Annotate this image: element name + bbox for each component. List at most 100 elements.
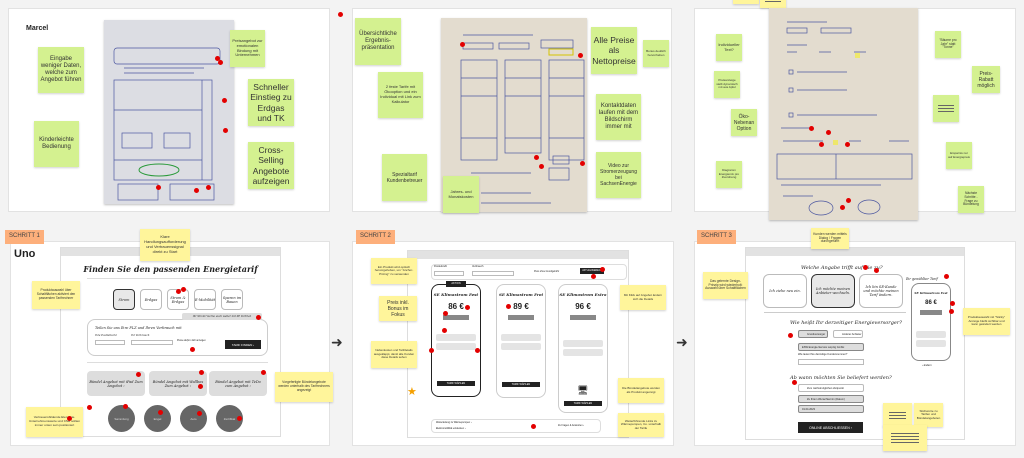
online-abschliessen-button[interactable]: ONLINE ABSCHLIESSEN › xyxy=(798,422,863,433)
comment-marker[interactable] xyxy=(199,370,204,375)
aktualisieren-button[interactable]: AKTUALISIEREN › xyxy=(580,268,604,274)
radio-grundversorger[interactable]: Grundversorger xyxy=(798,330,828,338)
comment-marker[interactable] xyxy=(190,347,195,352)
sticky-note[interactable]: Nächste Schritte - Frage zu Bündelung xyxy=(958,186,984,213)
tarif-waehlen-button[interactable]: TARIF WÄHLEN xyxy=(437,381,475,386)
sticky-note[interactable]: Schneller Einstieg zu Erdgas und TK xyxy=(248,79,294,126)
sticky-note[interactable]: Diagramm Energiemix pro Zuordnung xyxy=(716,161,742,188)
comment-marker[interactable] xyxy=(136,372,141,377)
footer-link[interactable]: Weiterleitung zu Wärmepumpen › xyxy=(436,421,472,424)
comment-marker[interactable] xyxy=(591,274,596,279)
sticky-note[interactable]: Das gelernte Design-Prinzip wird wiederh… xyxy=(703,272,748,299)
versorger-field[interactable]: ESW Energie-Service Leipzig GmbH xyxy=(798,343,864,351)
tarif-finden-button[interactable]: TARIF FINDEN › xyxy=(225,340,261,349)
comment-marker[interactable] xyxy=(176,289,181,294)
footer-link[interactable]: Zu Fragen & Antworten › xyxy=(558,424,585,427)
sticky-note[interactable]: Kontaktdaten laufen mit dem Bildschirm i… xyxy=(596,94,641,140)
comment-marker[interactable] xyxy=(181,287,186,292)
verbrauch-select[interactable] xyxy=(472,271,514,276)
sticky-note[interactable]: Video zur Stromerzeugung bei SachsenEner… xyxy=(596,152,641,198)
checkbox-label[interactable]: Preise ab/pro Jahr anzeigen xyxy=(177,340,206,342)
sticky-note[interactable]: 2 feste Tarife mit Ökooption und ein Ind… xyxy=(378,72,423,118)
comment-marker[interactable] xyxy=(198,384,203,389)
tile-strom-erdgas[interactable]: Strom & Erdgas xyxy=(167,289,189,310)
trust-circle[interactable]: Sammlung xyxy=(108,405,135,432)
sticky-note[interactable]: Produktauswahl über Schaltflächen aktivi… xyxy=(32,281,80,309)
comment-marker[interactable] xyxy=(874,268,879,273)
comment-marker[interactable] xyxy=(792,380,797,385)
tile-strom[interactable]: Strom xyxy=(113,289,135,310)
tile-e-mobilitaet[interactable]: E-Mobilität xyxy=(194,289,216,310)
comment-marker[interactable] xyxy=(222,98,227,103)
sticky-note-cut[interactable] xyxy=(733,0,759,4)
verbrauch-select[interactable] xyxy=(131,340,173,345)
sticky-note[interactable]: Bonus deutlich hervorheben xyxy=(643,40,669,67)
sticky-note[interactable]: Kinderleichte Bedienung xyxy=(34,121,79,167)
comment-marker[interactable] xyxy=(840,205,845,210)
comment-marker[interactable] xyxy=(256,315,261,320)
sticky-note[interactable]: Vertrauensbildende Elemente. Unternehmen… xyxy=(26,407,83,437)
radio-naechstmoeglich[interactable]: Zum nächstmöglichen Zeitpunkt xyxy=(798,384,864,392)
comment-marker[interactable] xyxy=(261,370,266,375)
sticky-note[interactable]: Die Bündelangebote werden als Produkt an… xyxy=(618,378,664,403)
comment-marker[interactable] xyxy=(218,60,223,65)
sticky-note[interactable]: Übersichtliche Ergebnis-präsentation xyxy=(355,18,401,65)
sticky-note[interactable]: Öko-Nebenan Option xyxy=(731,109,757,136)
sticky-note[interactable]: Ersparnis nur auf Energiepreis xyxy=(946,142,972,169)
sketch-photo[interactable] xyxy=(769,8,918,220)
sticky-note[interactable]: Klare Handlungsaufforderung und Vertraue… xyxy=(140,229,190,261)
sticky-note[interactable]: Vorgefertigte Bündelangebote werden unte… xyxy=(275,372,333,402)
comment-marker[interactable] xyxy=(194,188,199,193)
tile-sparen[interactable]: Sparen im Bauen xyxy=(221,289,243,310)
sticky-note[interactable]: Individueller Text? xyxy=(716,34,742,61)
comment-marker[interactable] xyxy=(223,128,228,133)
selected-tariff-card[interactable]: SE Klimastrom Fest 86 € xyxy=(911,283,951,361)
comment-marker[interactable] xyxy=(949,309,954,314)
radio-anderer-anbieter[interactable]: Anderer Anbieter xyxy=(833,330,863,338)
sticky-note[interactable]: Stichworte zu Tarifen und Bündelangebote… xyxy=(914,403,943,427)
comment-marker[interactable] xyxy=(429,348,434,353)
sticky-note[interactable]: Alle Preise als Nettopreise xyxy=(591,27,637,74)
trust-circle[interactable]: Engel xyxy=(144,405,171,432)
sticky-note-cut[interactable] xyxy=(760,0,786,8)
sticky-note[interactable]: Mit Klick auf Angebot ändern sich die De… xyxy=(620,285,666,310)
option-tarif-aendern[interactable]: Ich bin SE-Kunde und möchte meinen Tarif… xyxy=(859,274,903,308)
tariff-card[interactable]: SE Klimastrom Extra 96 € 🖥 TARIF WÄHLEN xyxy=(558,284,608,413)
bundle-card[interactable]: Bündel Angebot mit iPad Zum Angebot › xyxy=(87,371,145,396)
bundle-card[interactable]: Bündel Angebot mit TeDo zum Angebot › xyxy=(209,371,267,396)
comment-marker[interactable] xyxy=(845,142,850,147)
comment-marker[interactable] xyxy=(237,416,242,421)
option-neu-einziehen[interactable]: Ich ziehe neu ein. xyxy=(763,274,807,308)
sticky-note-lines[interactable] xyxy=(883,403,912,427)
comment-marker[interactable] xyxy=(863,265,868,270)
comment-marker[interactable] xyxy=(600,267,605,272)
comment-marker[interactable] xyxy=(443,311,448,316)
comment-marker[interactable] xyxy=(534,155,539,160)
comment-marker[interactable] xyxy=(87,405,92,410)
checkbox-label[interactable]: Preis ohne Grundgebühr xyxy=(534,271,560,273)
sticky-note-lines[interactable] xyxy=(933,95,959,122)
tile-erdgas[interactable]: Erdgas xyxy=(140,289,162,310)
comment-marker[interactable] xyxy=(809,126,814,131)
sticky-note[interactable]: Preisangebot zur emotionalen Bindung mit… xyxy=(230,30,265,67)
footer-link[interactable]: Elektromobilität entdecken › xyxy=(436,427,466,430)
sticky-note[interactable]: Preisanzeige stellt dynamisch mit aus Ap… xyxy=(714,71,740,98)
date-field[interactable]: 01.04.2023 xyxy=(798,405,864,413)
sticky-note[interactable]: Kunden werden mittels Dialog / Fragen du… xyxy=(811,228,849,249)
comment-marker[interactable] xyxy=(465,305,470,310)
option-anbieter-wechseln[interactable]: Ich möchte meinen Anbieter wechseln. xyxy=(811,274,855,308)
comment-marker[interactable] xyxy=(156,185,161,190)
tarif-waehlen-button[interactable]: TARIF WÄHLEN xyxy=(502,382,540,387)
sticky-note[interactable]: Preis-Rabatt möglich xyxy=(972,66,1000,93)
comment-marker[interactable] xyxy=(819,142,824,147)
comment-marker[interactable] xyxy=(197,411,202,416)
sticky-note[interactable]: Cross-Selling Angebote aufzeigen xyxy=(248,142,294,189)
sticky-note[interactable]: Spezialtarif Kundenbetreuer xyxy=(382,154,427,201)
radio-wunschtermin[interactable]: Zu Ihrem Wunschtermin (Datum) xyxy=(798,395,864,403)
comment-marker[interactable] xyxy=(123,404,128,409)
sticky-note[interactable]: Ein Produkt wird optisch hervorgehoben, … xyxy=(371,258,417,284)
change-link[interactable]: › ändern xyxy=(922,364,932,367)
comment-marker[interactable] xyxy=(67,416,72,421)
sketch-photo[interactable] xyxy=(104,20,234,204)
comment-marker[interactable] xyxy=(475,348,480,353)
